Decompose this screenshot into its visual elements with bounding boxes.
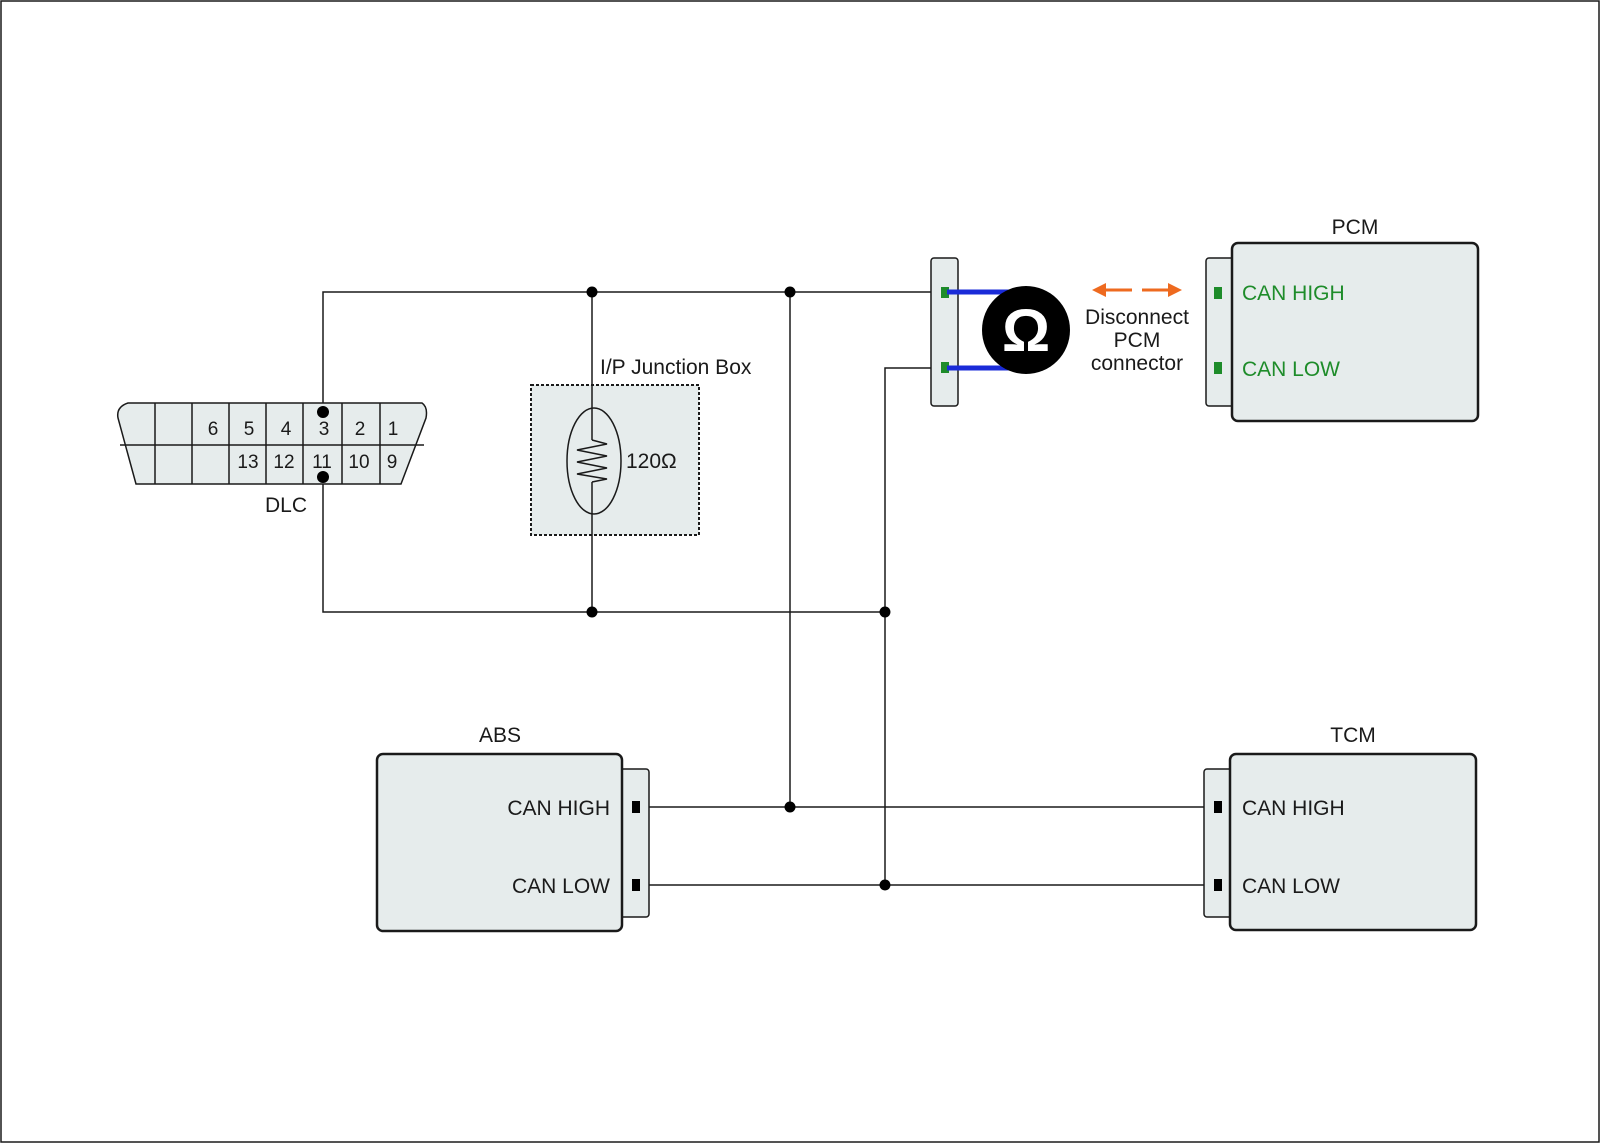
- dlc-pin-6: 6: [208, 419, 219, 440]
- harness-pin-high: [941, 287, 949, 298]
- splice-high-junction: [586, 286, 598, 298]
- splice-dlc-pin-3: [317, 406, 329, 418]
- dlc-bottom-pin-labels: 13 12 11 10 9: [237, 452, 397, 473]
- tcm-title: TCM: [1330, 724, 1376, 747]
- splice-high-drop: [784, 286, 796, 298]
- tcm-module: CAN HIGH CAN LOW TCM: [1203, 724, 1478, 932]
- pcm-pin-high: [1214, 287, 1222, 299]
- splice-high-modules: [784, 801, 796, 813]
- harness-connector-housing: [930, 257, 959, 407]
- pcm-connector-housing: [1205, 257, 1236, 407]
- ip-junction-box: I/P Junction Box 120Ω: [530, 292, 752, 612]
- note-line-1: Disconnect: [1085, 306, 1189, 329]
- abs-can-low-label: CAN LOW: [512, 875, 610, 898]
- dlc-pin-13: 13: [237, 452, 258, 473]
- dlc-pin-9: 9: [387, 452, 398, 473]
- dlc-body: [116, 402, 428, 485]
- dlc-pin-3: 3: [319, 419, 330, 440]
- abs-connector-housing: [619, 768, 650, 918]
- splice-low-riser: [879, 606, 891, 618]
- tcm-pin-high: [1214, 801, 1222, 813]
- ohm-symbol: Ω: [1002, 297, 1050, 364]
- tcm-connector-housing: [1203, 768, 1234, 918]
- junction-box-outline: [530, 384, 700, 536]
- dlc-label: DLC: [265, 494, 307, 517]
- dlc-pin-5: 5: [244, 419, 255, 440]
- can-high-wire-network: [322, 291, 1216, 808]
- note-line-3: connector: [1091, 352, 1183, 375]
- abs-module: CAN HIGH CAN LOW ABS: [375, 724, 650, 933]
- pcm-body: [1230, 241, 1480, 423]
- splice-low-modules: [879, 879, 891, 891]
- dlc-pin-4: 4: [281, 419, 292, 440]
- dlc-cell-dividers: [154, 403, 381, 484]
- ohmmeter: Ω: [947, 286, 1070, 374]
- tcm-can-low-label: CAN LOW: [1242, 875, 1340, 898]
- dlc-pin-12: 12: [273, 452, 294, 473]
- tcm-can-high-label: CAN HIGH: [1242, 797, 1345, 820]
- resistor-enclosure: [566, 407, 622, 515]
- tcm-pin-low: [1214, 879, 1222, 891]
- splice-points: [317, 286, 891, 891]
- can-low-riser-wire: [884, 367, 946, 885]
- disconnect-note: Disconnect PCM connector: [1085, 283, 1189, 375]
- harness-connector: [930, 257, 959, 407]
- ohmmeter-icon: [982, 286, 1070, 374]
- pcm-can-low-label: CAN LOW: [1242, 358, 1340, 381]
- dlc-top-pin-labels: 6 5 4 3 2 1: [208, 419, 399, 440]
- abs-pin-low: [632, 879, 640, 891]
- tcm-body: [1228, 752, 1478, 932]
- dlc-connector: 6 5 4 3 2 1 13 12 11 10 9 DLC: [116, 402, 428, 517]
- harness-pin-low: [941, 362, 949, 373]
- dlc-pin-11: 11: [312, 452, 332, 473]
- pcm-module: CAN HIGH CAN LOW PCM: [1205, 216, 1480, 423]
- resistor-icon: [576, 439, 608, 483]
- splice-dlc-pin-11: [317, 471, 329, 483]
- abs-pin-high: [632, 801, 640, 813]
- dlc-pin-10: 10: [348, 452, 369, 473]
- can-low-bus-wire: [322, 477, 885, 613]
- abs-title: ABS: [479, 724, 521, 747]
- dlc-pin-1: 1: [388, 419, 399, 440]
- can-low-wire-network: [322, 367, 1216, 886]
- junction-box-label: I/P Junction Box: [600, 356, 752, 379]
- dlc-pin-2: 2: [355, 419, 366, 440]
- disconnect-arrow-icon: [1092, 283, 1182, 297]
- resistor-value-label: 120Ω: [626, 450, 677, 473]
- splice-low-junction: [586, 606, 598, 618]
- can-high-bus-wire: [322, 291, 946, 412]
- abs-can-high-label: CAN HIGH: [507, 797, 610, 820]
- note-line-2: PCM: [1114, 329, 1161, 352]
- pcm-can-high-label: CAN HIGH: [1242, 282, 1345, 305]
- pcm-pin-low: [1214, 362, 1222, 374]
- abs-body: [375, 752, 624, 933]
- pcm-title: PCM: [1332, 216, 1379, 239]
